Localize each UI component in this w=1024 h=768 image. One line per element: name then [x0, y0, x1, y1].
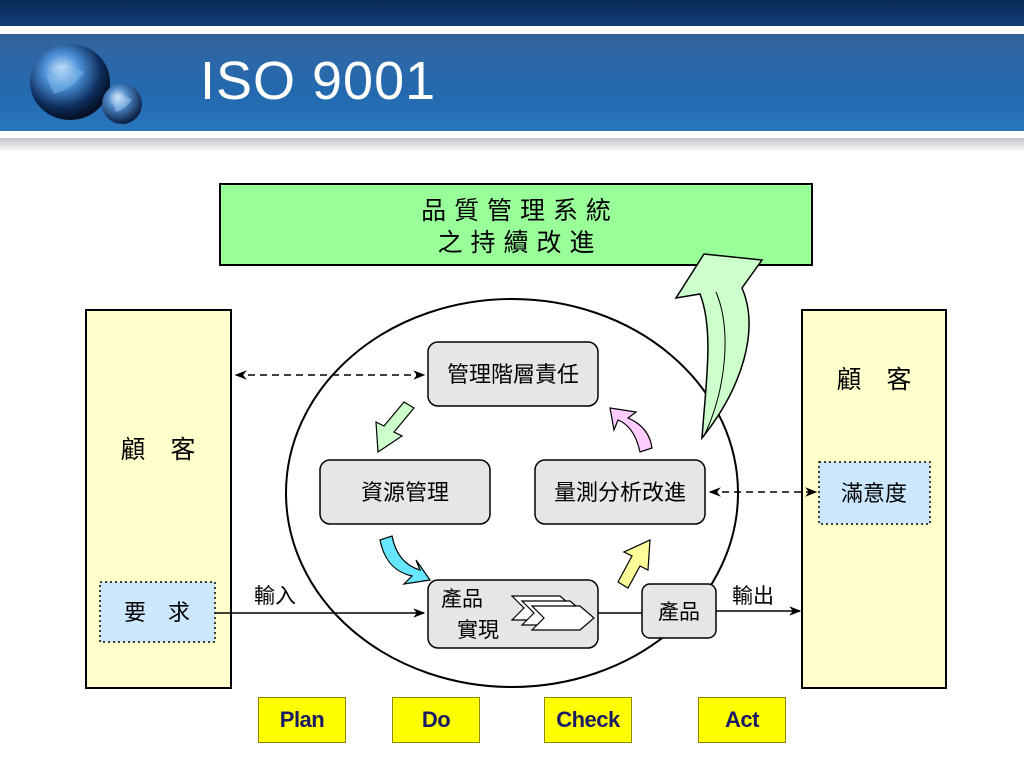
cycle-arrow-green-icon: [375, 401, 415, 454]
header-shine: [0, 34, 1024, 94]
product-label: 產品: [658, 600, 700, 624]
resource-management-box: 資源管理: [319, 459, 491, 525]
realization-label-line2: 實現: [457, 618, 499, 642]
cycle-arrow-pink-icon: [609, 407, 653, 453]
globe-logo-icon: [30, 44, 142, 124]
chevron-stack-icon: [510, 595, 595, 631]
product-realization-box: 產品 實現: [427, 579, 599, 649]
customer-label-right: 顧 客: [836, 365, 911, 394]
header-top-band: [0, 0, 1024, 26]
pdca-plan-label: Plan: [258, 697, 346, 743]
cycle-arrow-cyan-icon: [379, 535, 432, 585]
customer-requirements-panel: 顧 客 要 求: [85, 309, 232, 689]
measurement-analysis-box: 量測分析改進: [534, 459, 706, 525]
improvement-arrow-edge: [703, 291, 726, 437]
resources-label: 資源管理: [361, 481, 449, 506]
cycle-arrow-yellow-icon: [617, 539, 651, 589]
header-white-stripe: [0, 26, 1024, 34]
header-bottom-rule: [0, 131, 1024, 138]
continual-improvement-box: 品 質 管 理 系 統 之 持 續 改 進: [219, 183, 813, 266]
customer-label-left: 顧 客: [120, 435, 195, 464]
management-label: 管理階層責任: [447, 363, 579, 388]
requirements-label: 要 求: [124, 601, 190, 626]
improvement-title-line2: 之 持 續 改 進: [438, 228, 595, 257]
slide-title: ISO 9001: [200, 51, 437, 111]
output-label: 輸出: [732, 584, 774, 608]
satisfaction-label: 滿意度: [841, 482, 907, 507]
pdca-check-label: Check: [544, 697, 632, 743]
header-shadow: [0, 138, 1024, 152]
customer-satisfaction-panel: 顧 客 滿意度: [801, 309, 947, 689]
pdca-act-label: Act: [698, 697, 786, 743]
product-box: 產品: [641, 583, 717, 639]
management-responsibility-box: 管理階層責任: [427, 341, 599, 407]
improvement-title-line1: 品 質 管 理 系 統: [421, 196, 611, 225]
pdca-do-label: Do: [392, 697, 480, 743]
input-label: 輸入: [254, 584, 296, 608]
improvement-arrow-icon: [674, 253, 764, 441]
realization-label-line1: 產品: [441, 587, 483, 611]
slide-header: [0, 0, 1024, 138]
measurement-label: 量測分析改進: [554, 481, 686, 506]
